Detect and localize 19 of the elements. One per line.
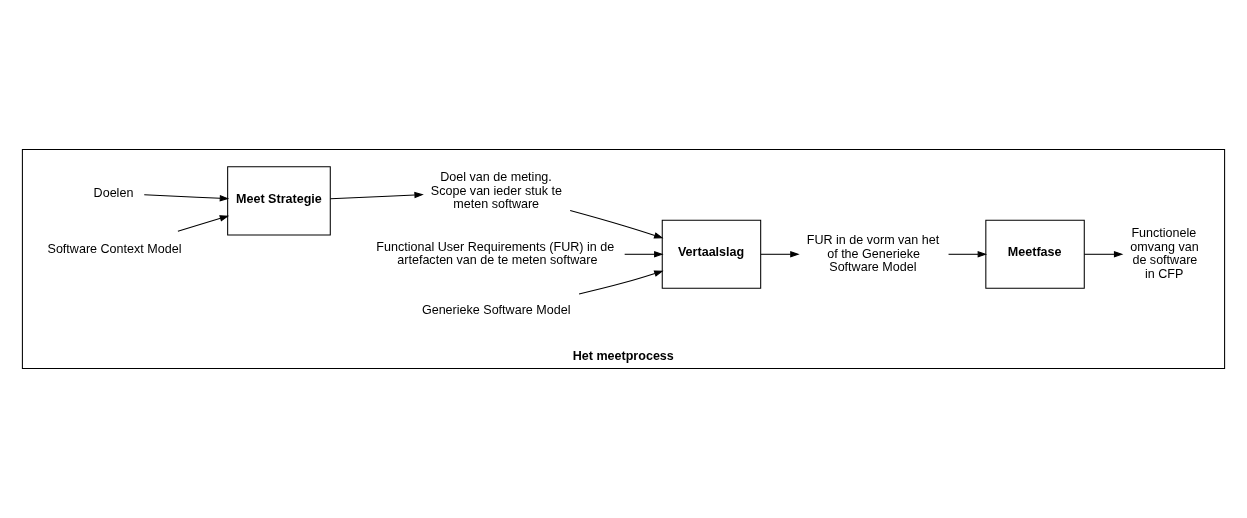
arrow — [177, 215, 230, 232]
node-text: Doelen — [93, 185, 134, 200]
node-box: Vertaalslag — [661, 219, 762, 289]
node-box: Meet Strategie — [227, 166, 331, 236]
node-text: Doel van de meting. Scope van ieder stuk te meten software — [430, 170, 562, 212]
arrow — [1083, 250, 1124, 258]
arrow — [578, 270, 664, 295]
node-text: Generieke Software Model — [421, 303, 571, 318]
arrow — [948, 250, 988, 258]
arrow — [760, 250, 800, 258]
arrow — [329, 191, 424, 200]
arrow — [624, 250, 664, 258]
node-text: Software Context Model — [47, 242, 182, 257]
arrow — [569, 210, 664, 239]
node-text: FUR in de vorm van het of the Generieke Software Model — [806, 232, 940, 275]
node-text: Functional User Requirements (FUR) in de artefacten van de te meten software — [376, 239, 615, 268]
node-text: Functionele omvang van de software in CFP — [1130, 226, 1199, 281]
node-box: Meetfase — [985, 219, 1085, 289]
arrow — [143, 194, 230, 202]
